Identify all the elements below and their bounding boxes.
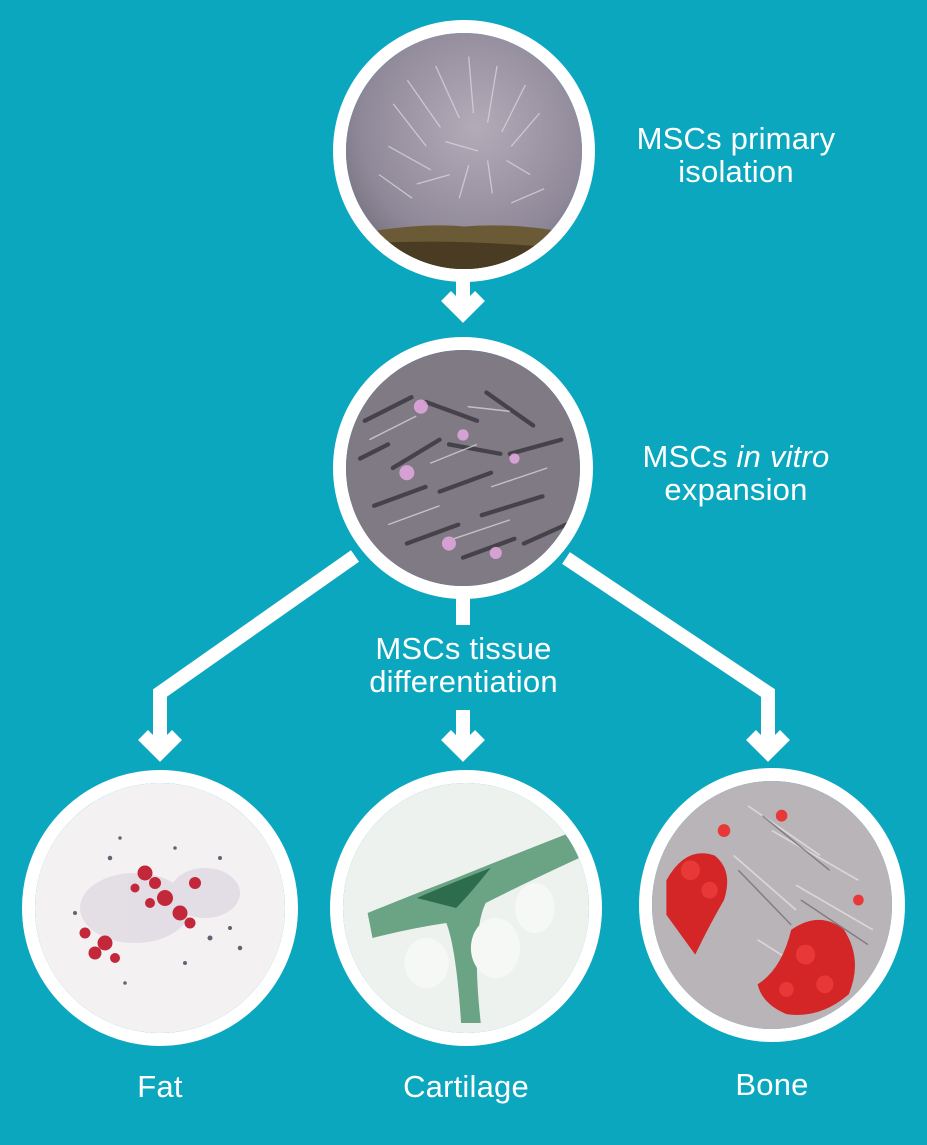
label-expansion-italic: in vitro xyxy=(736,439,830,474)
label-fat-text: Fat xyxy=(137,1069,183,1104)
label-cartilage-text: Cartilage xyxy=(403,1069,529,1104)
label-expansion-prefix: MSCs xyxy=(642,439,737,474)
micrograph-bone xyxy=(639,768,905,1042)
micrograph-primary-isolation xyxy=(333,20,595,282)
connector-branch-bone xyxy=(562,552,775,752)
micrograph-fat xyxy=(22,770,298,1046)
label-in-vitro-expansion: MSCs in vitro expansion xyxy=(610,440,862,506)
label-primary-line2: isolation xyxy=(678,154,794,189)
arrowhead-to-cartilage xyxy=(441,730,485,762)
label-bone: Bone xyxy=(672,1068,872,1101)
label-cartilage: Cartilage xyxy=(366,1070,566,1103)
connector-branch-fat xyxy=(153,550,360,752)
label-expansion-line2: expansion xyxy=(664,472,808,507)
micrograph-cartilage xyxy=(330,770,602,1046)
label-tissue-differentiation: MSCs tissue differentiation xyxy=(312,632,615,698)
arrowhead-to-expansion xyxy=(441,291,485,323)
arrowhead-to-bone xyxy=(746,730,790,762)
label-bone-text: Bone xyxy=(735,1067,809,1102)
label-expansion-line1: MSCs in vitro xyxy=(610,440,862,473)
label-differentiation-line2: differentiation xyxy=(369,664,558,699)
arrowhead-to-fat xyxy=(138,730,182,762)
micrograph-in-vitro-expansion xyxy=(333,337,593,599)
label-fat: Fat xyxy=(60,1070,260,1103)
label-primary-line1: MSCs primary xyxy=(636,121,836,156)
label-primary-isolation: MSCs primary isolation xyxy=(610,122,862,188)
label-differentiation-line1: MSCs tissue xyxy=(375,631,552,666)
